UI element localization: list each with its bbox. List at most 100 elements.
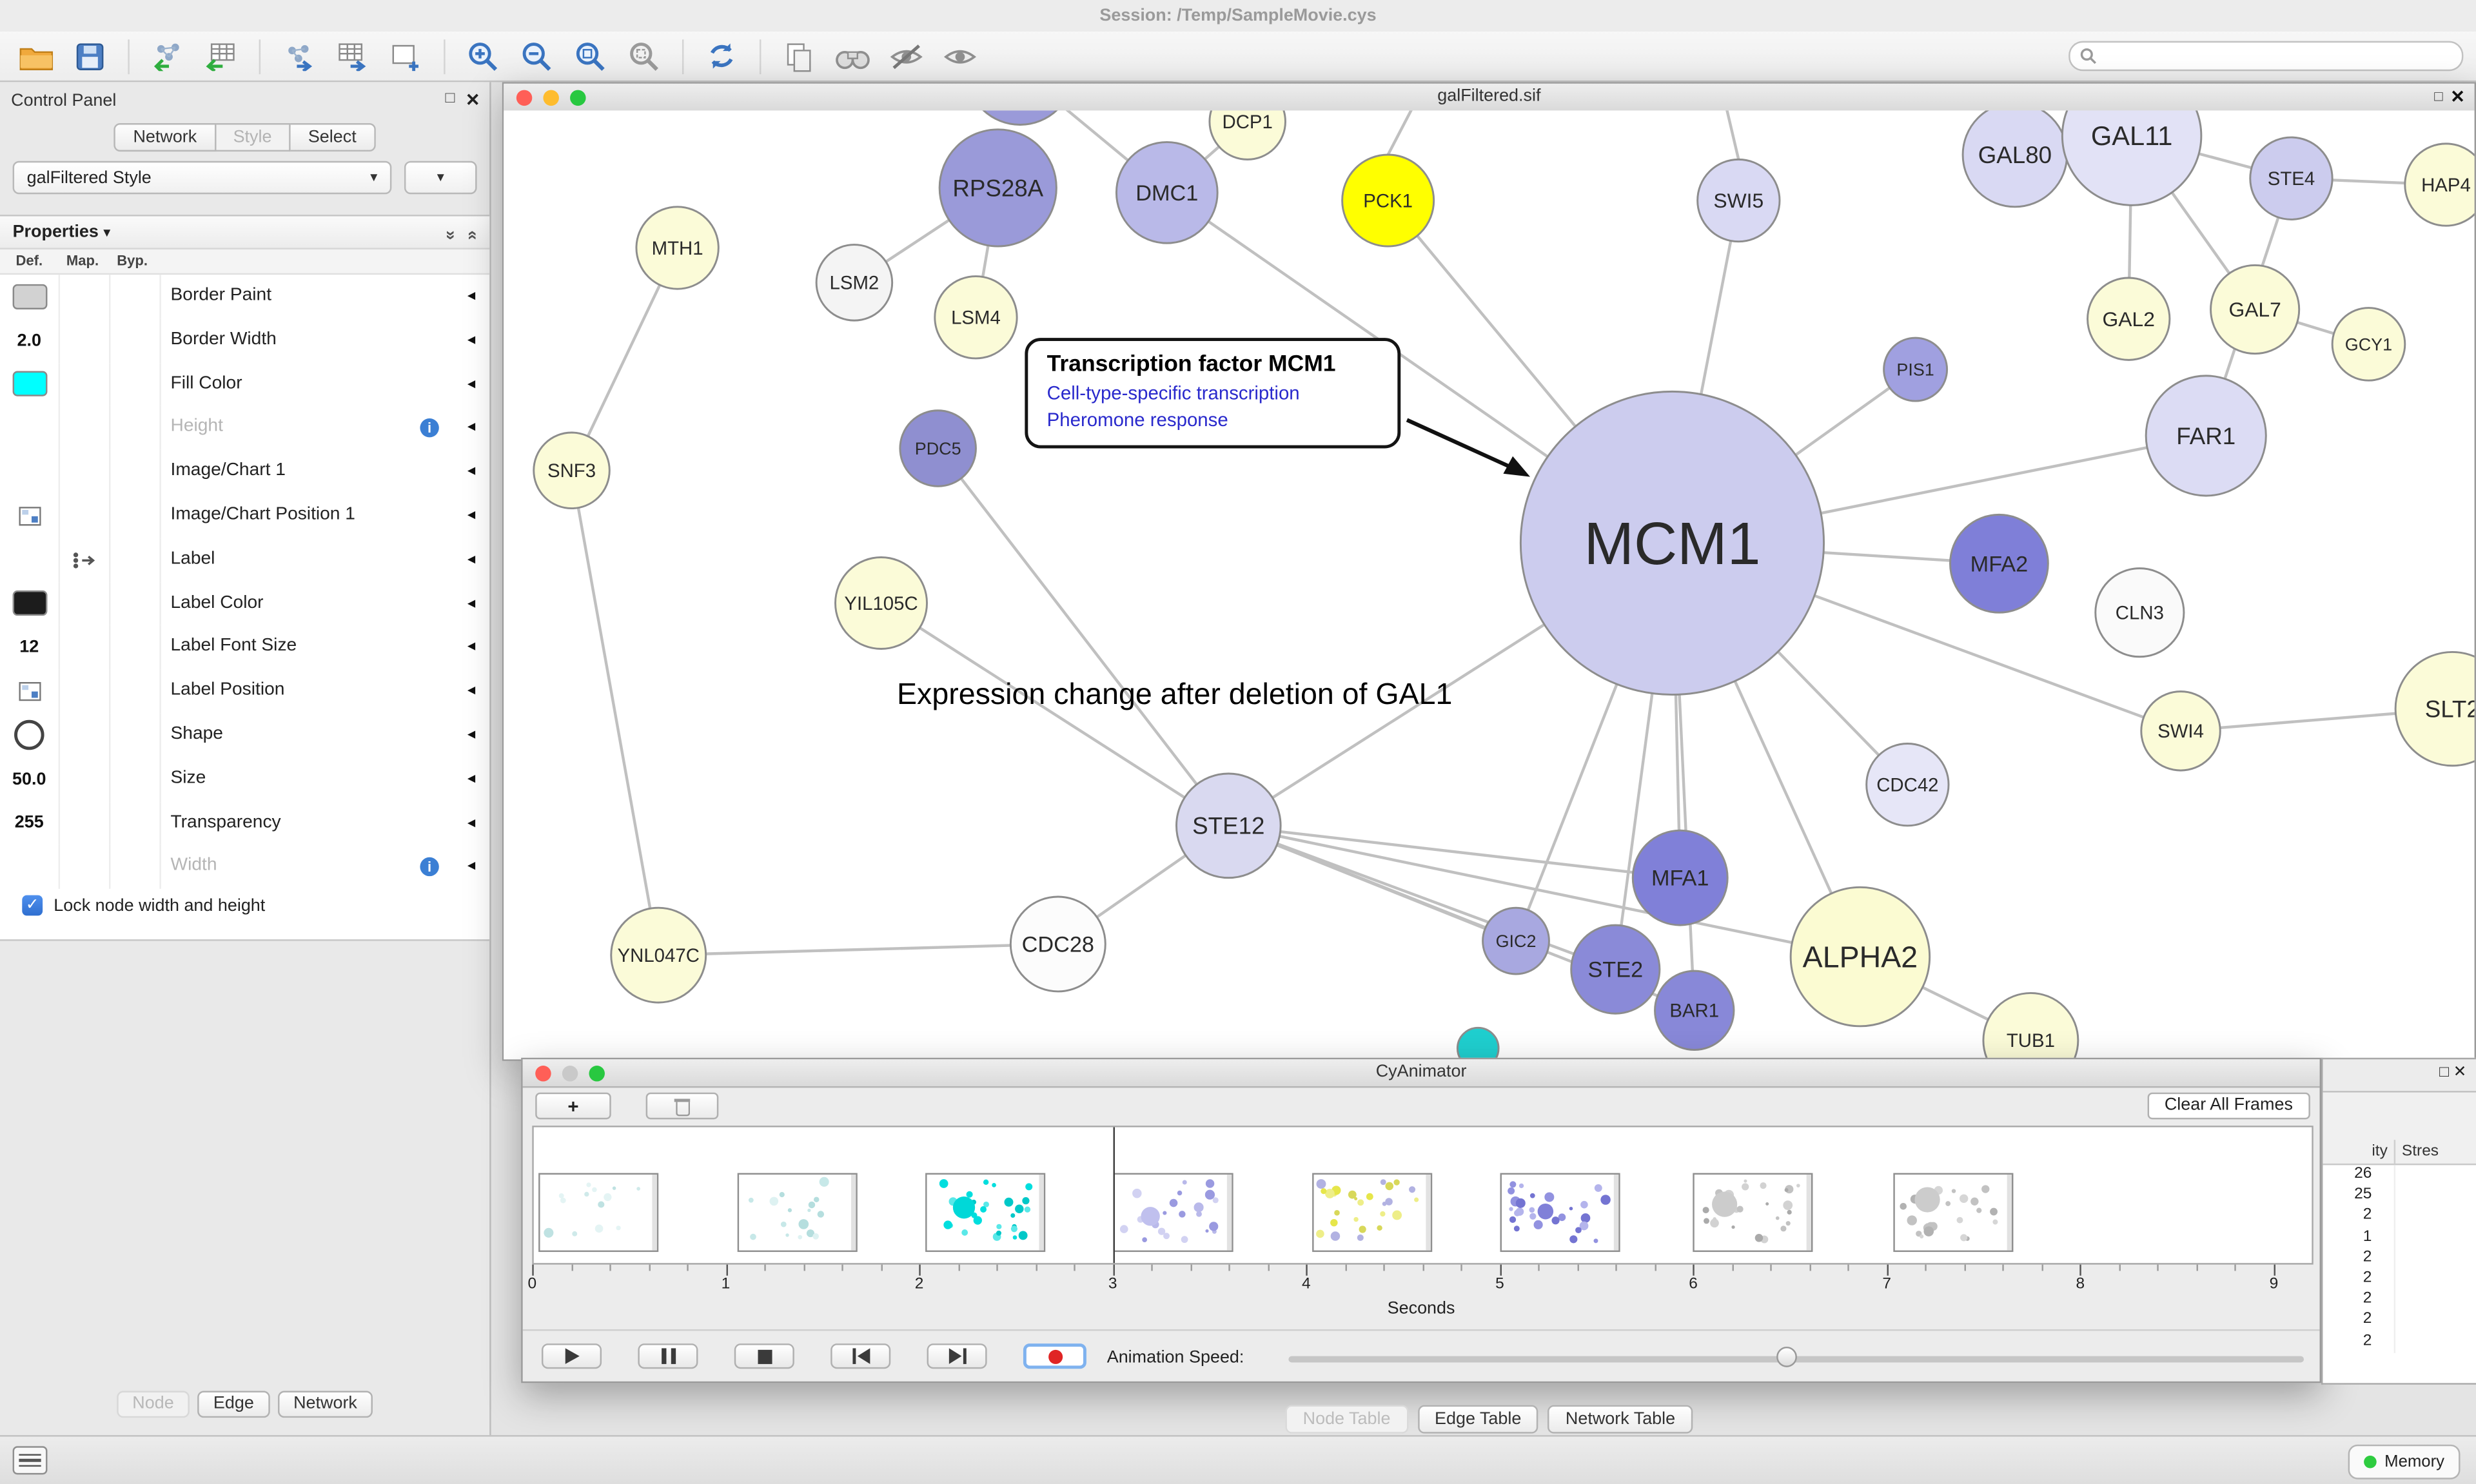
bypass-cell[interactable] (109, 801, 161, 846)
bypass-cell[interactable] (109, 450, 161, 494)
float-window-icon[interactable]: □ (445, 90, 455, 108)
expand-row-icon[interactable]: ◂ (467, 682, 476, 700)
default-value-cell[interactable]: 12 (0, 625, 61, 670)
first-neighbors-button[interactable] (829, 35, 876, 77)
node-pis1[interactable] (1883, 337, 1949, 402)
default-value-cell[interactable] (0, 362, 61, 407)
mapping-cell[interactable] (59, 318, 111, 363)
node-lsm4[interactable] (934, 275, 1018, 360)
default-value-cell[interactable] (0, 494, 61, 538)
frame-thumbnail[interactable] (1500, 1173, 1620, 1253)
mapping-cell[interactable] (59, 757, 111, 802)
tab-select[interactable]: Select (290, 123, 376, 152)
import-table-button[interactable] (197, 35, 244, 77)
property-row-label[interactable]: Label◂ (0, 538, 489, 582)
search-box[interactable] (2068, 41, 2464, 72)
node-teal[interactable] (1456, 1026, 1500, 1060)
zoom-out-button[interactable] (513, 35, 560, 77)
node-swi4[interactable] (2140, 690, 2221, 772)
default-value-cell[interactable]: 50.0 (0, 757, 61, 802)
speed-slider-thumb[interactable] (1776, 1346, 1798, 1367)
property-row-label-color[interactable]: Label Color◂ (0, 581, 489, 626)
node-cdc28[interactable] (1009, 895, 1106, 993)
tab-network[interactable]: Network (277, 1391, 373, 1418)
mapping-cell[interactable] (59, 275, 111, 319)
refresh-view-button[interactable] (698, 35, 745, 77)
expand-row-icon[interactable]: ◂ (467, 594, 476, 612)
node-ste12[interactable] (1175, 772, 1282, 879)
default-value-cell[interactable] (0, 845, 61, 890)
hide-selected-button[interactable] (883, 35, 930, 77)
node-mth1[interactable] (635, 206, 720, 290)
default-value-cell[interactable] (0, 275, 61, 319)
search-input[interactable] (2103, 44, 2453, 68)
node-gal2[interactable] (2087, 277, 2171, 361)
tab-node[interactable]: Node (116, 1391, 190, 1418)
expand-row-icon[interactable]: ◂ (467, 463, 476, 480)
close-window-icon[interactable] (516, 90, 533, 106)
bypass-cell[interactable] (109, 625, 161, 670)
color-swatch[interactable] (12, 284, 47, 309)
close-panel-icon[interactable]: ✕ (465, 92, 480, 111)
node-ste2[interactable] (1570, 924, 1661, 1015)
node-ynl047c[interactable] (610, 906, 707, 1004)
default-value-cell[interactable] (0, 581, 61, 626)
mapping-cell[interactable] (59, 801, 111, 846)
panel-menu-button[interactable] (12, 1446, 48, 1475)
zoom-fit-button[interactable] (567, 35, 614, 77)
default-value-cell[interactable] (0, 538, 61, 582)
default-value-cell[interactable] (0, 406, 61, 451)
tab-style[interactable]: Style (215, 123, 291, 152)
lock-size-checkbox[interactable]: ✓ (22, 895, 43, 916)
minimize-window-icon[interactable] (562, 1066, 578, 1082)
edge-line[interactable] (1228, 824, 1680, 879)
close-window-icon[interactable]: ✕ (2450, 88, 2465, 108)
frame-thumbnail[interactable] (1312, 1173, 1433, 1253)
bypass-cell[interactable] (109, 494, 161, 538)
frame-thumbnail[interactable] (925, 1173, 1046, 1253)
mapping-cell[interactable] (59, 713, 111, 757)
mapping-cell[interactable] (59, 845, 111, 890)
play-button[interactable] (542, 1343, 602, 1369)
edge-line[interactable] (936, 447, 1230, 827)
mapping-cell[interactable] (59, 669, 111, 714)
node-gcy1[interactable] (2331, 307, 2406, 382)
node-dcp1[interactable] (1208, 110, 1286, 161)
column-header-ity[interactable]: ity (2323, 1140, 2396, 1164)
maximize-window-icon[interactable] (589, 1066, 605, 1082)
mapping-cell[interactable] (59, 450, 111, 494)
node-pck1[interactable] (1341, 153, 1435, 248)
close-window-icon[interactable] (535, 1066, 551, 1082)
mapping-cell[interactable] (59, 362, 111, 407)
frame-thumbnail[interactable] (737, 1173, 858, 1253)
canvas-caption[interactable]: Expression change after deletion of GAL1 (897, 679, 1453, 712)
skip-start-button[interactable] (830, 1343, 891, 1369)
info-icon[interactable]: i (420, 857, 439, 877)
tab-edge[interactable]: Edge (197, 1391, 270, 1418)
color-swatch[interactable] (12, 371, 47, 397)
new-network-button[interactable] (382, 35, 429, 77)
style-options-dropdown[interactable]: ▾ (404, 161, 477, 195)
edge-line[interactable] (1720, 110, 1740, 160)
bypass-cell[interactable] (109, 275, 161, 319)
column-header-stres[interactable]: Stres (2401, 1143, 2439, 1160)
expand-row-icon[interactable]: ◂ (467, 287, 476, 305)
edge-line[interactable] (1228, 824, 1616, 971)
expand-row-icon[interactable]: ◂ (467, 638, 476, 656)
memory-button[interactable]: Memory (2348, 1444, 2461, 1479)
tab-node-table[interactable]: Node Table (1285, 1405, 1408, 1434)
record-button[interactable] (1023, 1343, 1086, 1369)
float-window-icon[interactable]: □ (2439, 1064, 2449, 1082)
save-session-button[interactable] (66, 35, 113, 77)
default-value-cell[interactable]: 255 (0, 801, 61, 846)
show-graphics-button[interactable] (936, 35, 983, 77)
property-row-label-position[interactable]: Label Position◂ (0, 669, 489, 714)
default-value-cell[interactable] (0, 669, 61, 714)
import-network-button[interactable] (144, 35, 191, 77)
node-hap[interactable] (2404, 142, 2475, 227)
expand-row-icon[interactable]: ◂ (467, 857, 476, 875)
node-alpha2[interactable] (1789, 886, 1931, 1028)
